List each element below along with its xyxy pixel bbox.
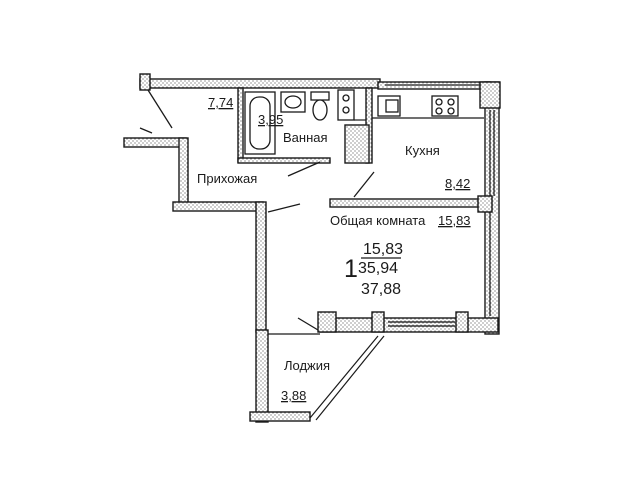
toilet-tank bbox=[310, 91, 330, 101]
burner-1 bbox=[435, 98, 443, 106]
bathroom-label: Ванная bbox=[283, 130, 328, 145]
wall-entrance bbox=[123, 137, 187, 148]
burner-2 bbox=[447, 98, 455, 106]
pipe-2 bbox=[342, 106, 350, 114]
wall-hall-left bbox=[178, 137, 189, 207]
bathroom-door bbox=[287, 161, 321, 177]
area-summary: 1 15,83 35,94 37,88 bbox=[344, 241, 403, 298]
pipe-box bbox=[337, 89, 355, 121]
wall-kitchen-living bbox=[329, 198, 487, 208]
walls bbox=[123, 73, 501, 423]
fixtures bbox=[244, 89, 484, 155]
bathroom-sink-bowl bbox=[284, 95, 302, 109]
window-post-right bbox=[477, 195, 493, 213]
burner-3 bbox=[435, 107, 443, 115]
hallway-label: Прихожая bbox=[197, 171, 257, 186]
wall-living-bottom bbox=[319, 317, 499, 333]
burner-4 bbox=[447, 107, 455, 115]
loggia-label: Лоджия bbox=[284, 358, 330, 373]
total-area-value: 35,94 bbox=[358, 260, 398, 277]
doors bbox=[139, 89, 375, 331]
wall-loggia-bottom bbox=[249, 411, 311, 422]
bathtub-inner bbox=[249, 96, 271, 150]
living-room-label: Общая комната bbox=[330, 213, 426, 228]
wall-corner-post bbox=[139, 73, 151, 91]
living-door bbox=[267, 203, 301, 213]
loggia-area: 3,88 bbox=[281, 388, 306, 403]
living-room-area: 15,83 bbox=[438, 213, 471, 228]
cooktop bbox=[431, 95, 459, 117]
wall-top-left bbox=[139, 78, 381, 89]
wall-bath-bottom bbox=[237, 157, 331, 164]
bathroom-area: 3,95 bbox=[258, 112, 283, 127]
kitchen-door bbox=[353, 171, 375, 198]
entrance-door-jamb bbox=[139, 127, 153, 134]
loggia-door bbox=[297, 317, 319, 331]
pipe-1 bbox=[342, 94, 350, 102]
window-post-bottom-right bbox=[455, 311, 469, 333]
room-count: 1 bbox=[344, 255, 358, 283]
loggia-glazing-2 bbox=[315, 335, 385, 421]
hallway-area: 7,74 bbox=[208, 95, 233, 110]
wall-hall-bottom bbox=[172, 201, 264, 212]
kitchen-sink-bowl bbox=[385, 99, 399, 113]
toilet-bowl bbox=[312, 99, 328, 121]
total-with-loggia-value: 37,88 bbox=[361, 281, 401, 298]
kitchen-label: Кухня bbox=[405, 143, 440, 158]
entrance-door bbox=[147, 89, 173, 129]
living-area-value: 15,83 bbox=[363, 241, 403, 258]
kitchen-area: 8,42 bbox=[445, 176, 470, 191]
wall-shaft bbox=[344, 124, 370, 164]
wall-loggia-left bbox=[255, 329, 269, 423]
wall-living-left bbox=[255, 201, 267, 333]
window-post-bottom-left bbox=[317, 311, 337, 333]
wall-bath-left bbox=[237, 87, 244, 163]
wall-right-top bbox=[479, 81, 501, 109]
loggia-glazing-1 bbox=[309, 335, 379, 419]
window-post-bottom-mid bbox=[371, 311, 385, 333]
